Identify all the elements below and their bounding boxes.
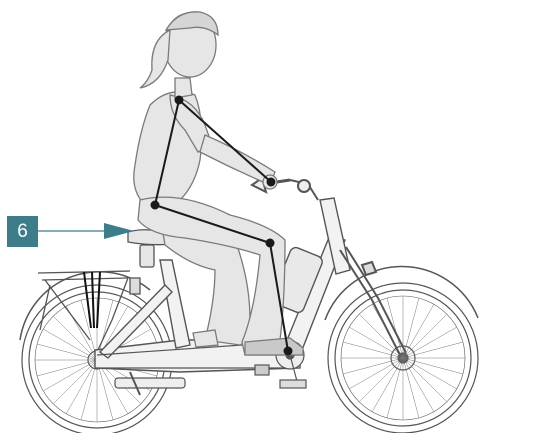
foot-joint [284, 347, 293, 356]
callout-number-badge: 6 [7, 216, 38, 247]
callout-number-label: 6 [17, 221, 28, 243]
shoulder-joint [175, 96, 184, 105]
hip-joint [151, 201, 160, 210]
front-wheel [328, 283, 478, 433]
knee-joint [266, 239, 275, 248]
front-fork [340, 247, 406, 355]
callout-arrow [38, 223, 134, 239]
hand-joint [267, 178, 276, 187]
